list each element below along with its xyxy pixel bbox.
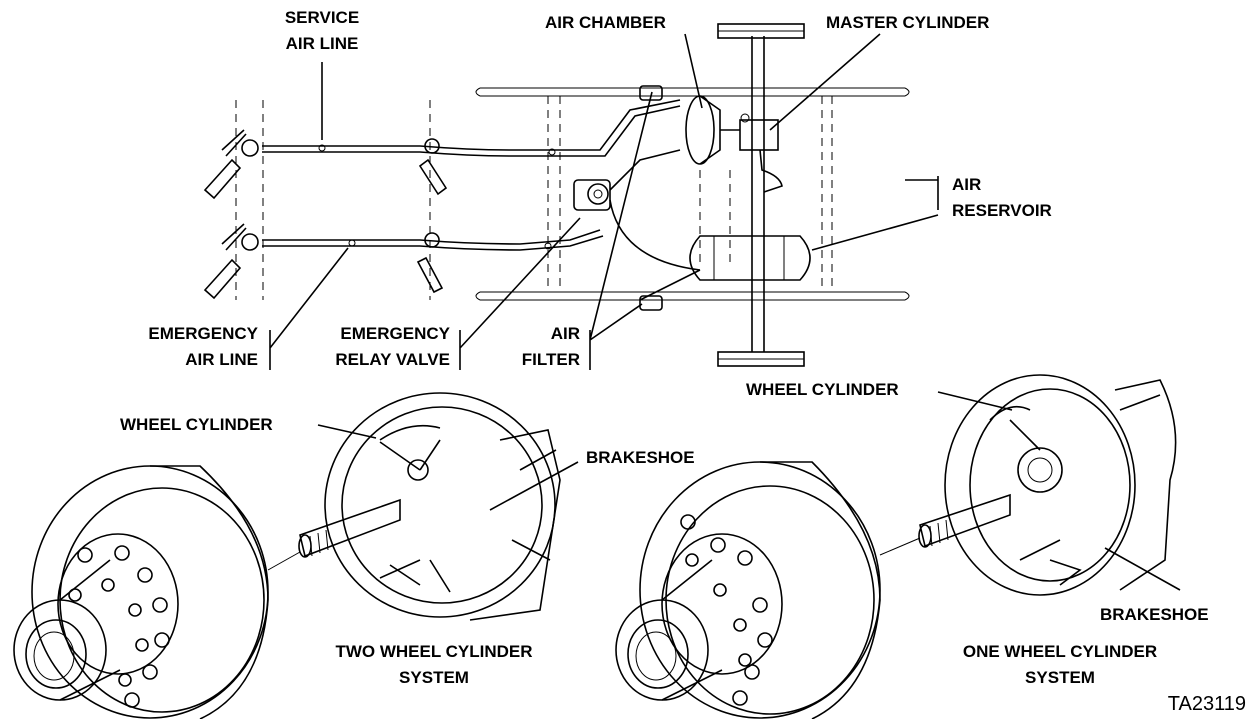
label-air-chamber: AIR CHAMBER: [545, 13, 666, 32]
hub-drum-right: [615, 461, 881, 719]
label-two-wheel-2: SYSTEM: [399, 668, 469, 687]
label-one-wheel-2: SYSTEM: [1025, 668, 1095, 687]
label-emergency-relay-valve-1: EMERGENCY: [340, 324, 450, 343]
master-cylinder: [739, 113, 783, 193]
label-emergency-air-line-1: EMERGENCY: [148, 324, 258, 343]
label-air-reservoir-1: AIR: [952, 175, 981, 194]
label-two-wheel-1: TWO WHEEL CYLINDER: [335, 642, 532, 661]
service-air-line: [203, 99, 681, 200]
trailer-chassis: [235, 23, 910, 367]
leader-lines-top: [269, 33, 939, 370]
label-wheel-cylinder-right: WHEEL CYLINDER: [746, 380, 899, 399]
air-chamber: [685, 95, 740, 165]
figure-id: TA23119: [1168, 693, 1246, 715]
leader-lines-bottom: [317, 391, 1181, 591]
emergency-air-line: [203, 223, 604, 300]
label-service-air-line-2: AIR LINE: [286, 34, 359, 53]
backing-plate-right: [944, 374, 1177, 596]
label-brakeshoe-right: BRAKESHOE: [1100, 605, 1209, 624]
label-one-wheel-1: ONE WHEEL CYLINDER: [963, 642, 1157, 661]
label-emergency-air-line-2: AIR LINE: [185, 350, 258, 369]
label-air-reservoir-2: RESERVOIR: [952, 201, 1052, 220]
spindle-right: [879, 493, 1011, 556]
label-air-filter-1: AIR: [551, 324, 580, 343]
label-service-air-line-1: SERVICE: [285, 8, 359, 27]
label-master-cylinder: MASTER CYLINDER: [826, 13, 989, 32]
hub-drum-left: [13, 465, 269, 719]
emergency-relay-valve: [573, 149, 701, 271]
label-air-filter-2: FILTER: [522, 350, 580, 369]
spindle-left: [267, 498, 401, 571]
label-emergency-relay-valve-2: RELAY VALVE: [335, 350, 450, 369]
air-reservoir: [639, 235, 811, 301]
backing-plate-left: [324, 392, 561, 621]
air-filter: [639, 85, 663, 311]
label-brakeshoe-left: BRAKESHOE: [586, 448, 695, 467]
label-wheel-cylinder-left: WHEEL CYLINDER: [120, 415, 273, 434]
